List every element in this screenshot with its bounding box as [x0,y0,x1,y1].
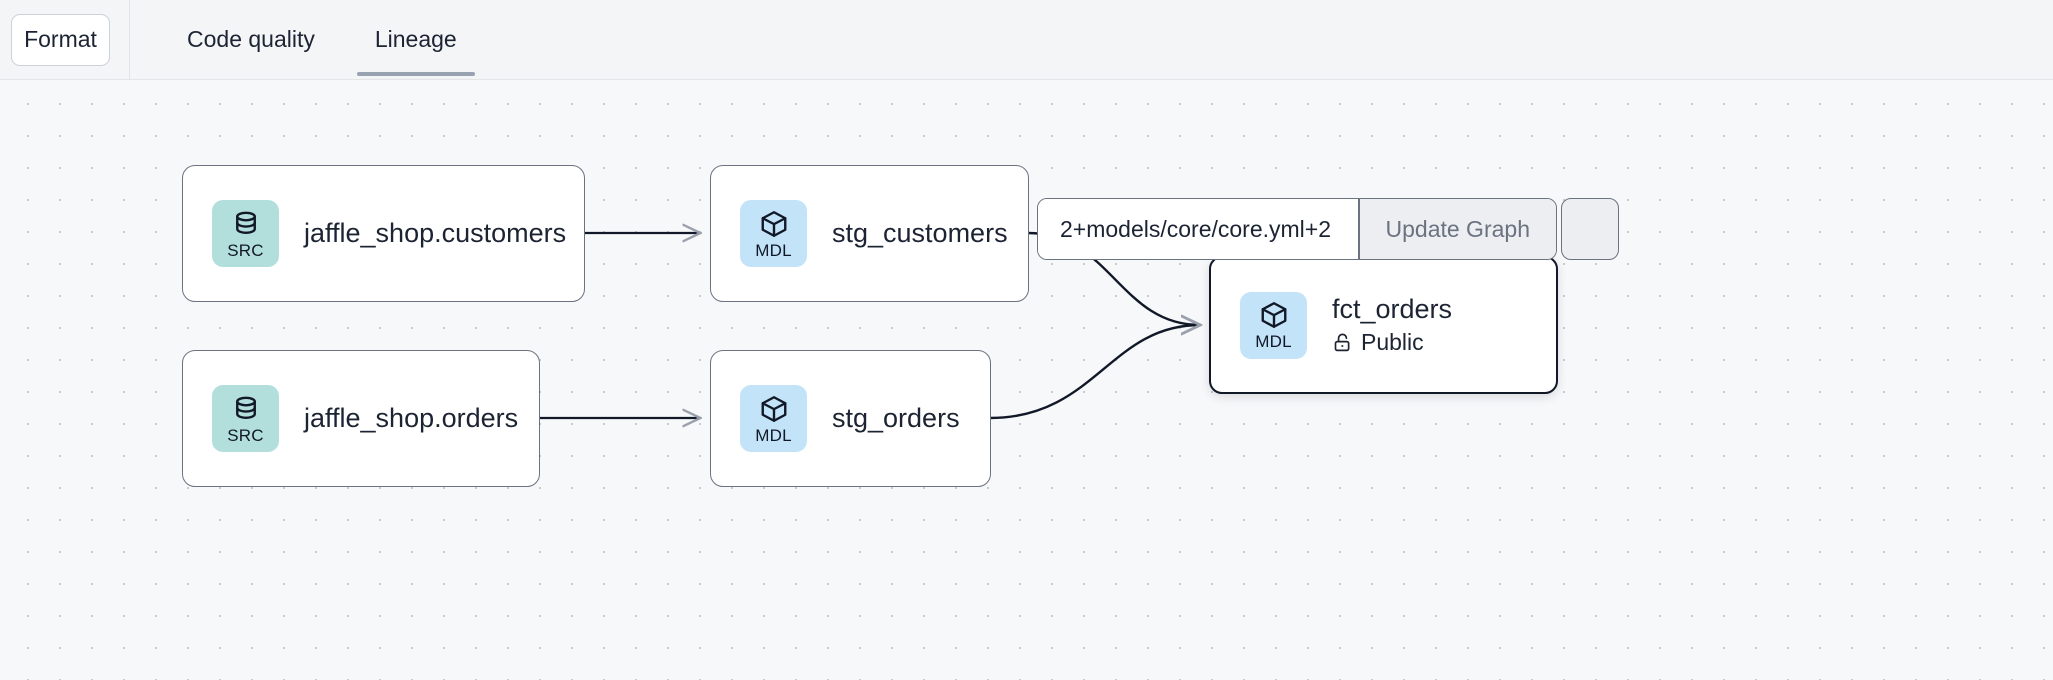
cube-icon [761,395,786,422]
node-access-label: Public [1361,329,1424,356]
node-body: stg_orders [832,403,960,434]
badge-label: SRC [227,425,264,445]
badge-label: MDL [755,240,792,260]
node-title: stg_customers [832,217,1008,248]
graph-selector-input[interactable] [1038,199,1358,259]
database-icon [235,211,256,234]
tab-bar: Code quality Lineage [183,0,475,80]
badge-label: MDL [1255,332,1292,351]
node-body: jaffle_shop.customers [304,218,566,249]
node-body: jaffle_shop.orders [304,403,518,434]
node-type-badge-mdl: MDL [1240,291,1307,359]
graph-toolbar-overflow-button[interactable] [1561,198,1619,260]
cube-icon [1261,302,1286,328]
node-title: stg_orders [832,402,960,433]
node-body: stg_customers [832,218,1008,249]
lineage-node-jaffle-shop-orders[interactable]: SRC jaffle_shop.orders [182,350,540,487]
lineage-node-fct-orders[interactable]: MDL fct_orders Public [1209,256,1558,394]
badge-label: MDL [755,425,792,445]
tab-lineage[interactable]: Lineage [356,0,475,80]
lineage-node-jaffle-shop-customers[interactable]: SRC jaffle_shop.customers [182,165,585,302]
node-title: jaffle_shop.orders [304,402,519,433]
node-body: fct_orders Public [1332,294,1452,356]
node-title: fct_orders [1332,293,1453,324]
node-title: jaffle_shop.customers [304,217,567,248]
editor-toolbar: Format Code quality Lineage [0,0,2053,80]
node-type-badge-src: SRC [212,385,279,452]
node-type-badge-mdl: MDL [740,385,807,452]
graph-selector-group: Update Graph [1037,198,1557,260]
update-graph-button[interactable]: Update Graph [1359,199,1556,259]
format-button[interactable]: Format [11,13,110,66]
cube-icon [761,210,786,237]
database-icon [235,396,256,419]
tab-code-quality[interactable]: Code quality [187,26,315,52]
selector-divider [1358,199,1360,259]
unlock-icon [1334,333,1350,352]
edge-stg-orders-fct-orders [989,325,1200,420]
toolbar-divider [129,0,130,80]
lineage-node-stg-orders[interactable]: MDL stg_orders [710,350,991,487]
lineage-canvas[interactable]: SRC jaffle_shop.customers MDL stg_custom… [0,80,2053,680]
node-type-badge-src: SRC [212,200,279,267]
node-access-badge: Public [1332,329,1452,356]
node-type-badge-mdl: MDL [740,200,807,267]
badge-label: SRC [227,240,264,260]
lineage-node-stg-customers[interactable]: MDL stg_customers [710,165,1029,302]
